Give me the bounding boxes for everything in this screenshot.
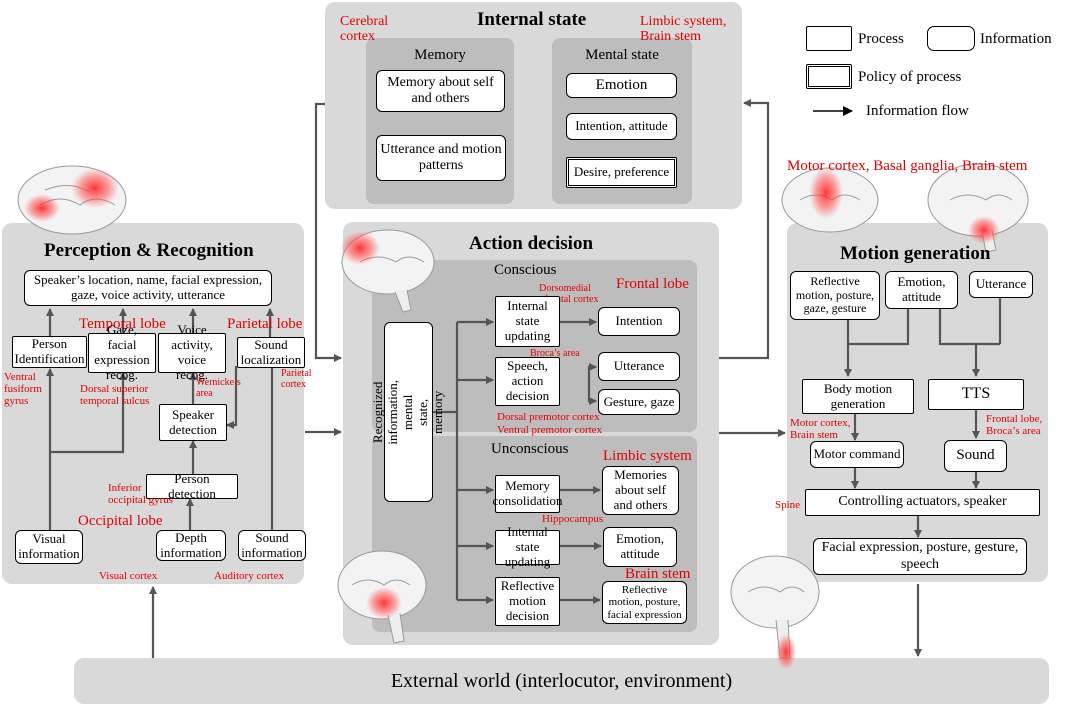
broca-area-label: Broca’s area [530, 348, 580, 359]
internal-state-updating-box: Internal state updating [495, 296, 560, 347]
person-identification-box: Person Identification [12, 336, 87, 368]
legend-information-swatch [927, 26, 975, 51]
internal-state-updating-2-box: Internal state updating [495, 524, 560, 569]
speaker-detection-box: Speaker detection [159, 404, 227, 441]
legend-flow-label: Information flow [866, 103, 969, 119]
memory-consolidation-box: Memory consolidation [492, 475, 563, 513]
intention-attitude-box: Intention, attitude [566, 113, 677, 140]
temporal-lobe-label: Temporal lobe [79, 316, 166, 332]
visual-information-box: Visual information [15, 530, 83, 564]
motor-cortex-label: Motor cortex, Brain stem [790, 417, 851, 442]
depth-information-box: Depth information [156, 530, 226, 561]
inferior-occipital-label: Inferior occipital gyrus [108, 482, 174, 507]
legend-policy-swatch [806, 64, 852, 89]
emotion-box: Emotion [566, 73, 677, 98]
occipital-lobe-label: Occipital lobe [78, 513, 163, 529]
cerebral-cortex-label: Cerebral cortex [340, 14, 389, 45]
recognized-info-box: Recognized information, mental state, me… [370, 322, 445, 502]
motion-generation-title: Motion generation [840, 243, 991, 264]
legend-policy-label: Policy of process [858, 69, 962, 85]
action-decision-title: Action decision [469, 233, 594, 254]
facial-expression-output-box: Facial expression, posture, gesture, spe… [813, 538, 1027, 575]
dorsal-superior-label: Dorsal superior temporal sulcus [80, 383, 150, 408]
memory-about-self-box: Memory about self and others [376, 70, 505, 112]
recognized-info-text: Recognized information, mental state, me… [370, 379, 445, 445]
auditory-cortex-label: Auditory cortex [214, 570, 284, 582]
ventral-premotor-label: Ventral premotor cortex [497, 424, 603, 436]
mental-state-title: Mental state [585, 47, 659, 63]
reflective-motion-box: Reflective motion, posture, gaze, gestur… [790, 271, 880, 320]
sound-box: Sound [944, 440, 1007, 472]
utterance-box: Utterance [598, 352, 680, 381]
desire-preference-box: Desire, preference [566, 157, 677, 188]
intention-box: Intention [598, 307, 680, 336]
controlling-actuators-box: Controlling actuators, speaker [805, 489, 1040, 516]
gaze-facial-recog-box: Gaze, facial expression recog. [88, 322, 156, 382]
parietal-lobe-label: Parietal lobe [227, 316, 303, 332]
brain-stem-label: Brain stem [625, 566, 691, 582]
voice-recog-box: Voice activity, voice recog. [158, 322, 226, 382]
person-detection-box: Person detection [146, 471, 238, 500]
body-motion-generation-box: Body motion generation [802, 379, 914, 414]
frontal-lobe-label: Frontal lobe [616, 276, 689, 292]
motion-areas-label: Motor cortex, Basal ganglia, Brain stem [787, 158, 1028, 174]
gesture-gaze-box: Gesture, gaze [598, 389, 680, 415]
dorsomedial-label: Dorsomedial prefrontal cortex [531, 283, 599, 305]
wernicke-label: Wernicke’s area [196, 377, 241, 399]
sound-information-box: Sound information [238, 530, 306, 561]
reflective-motion-decision-box: Reflective motion decision [495, 577, 560, 626]
reflective-motion-info-box: Reflective motion, posture, facial expre… [602, 581, 687, 624]
parietal-cortex-label: Parietal cortex [281, 368, 312, 390]
legend-process-swatch [806, 26, 852, 51]
conscious-label: Conscious [494, 262, 557, 278]
memories-about-self-box: Memories about self and others [602, 466, 679, 515]
external-world-label: External world (interlocutor, environmen… [390, 670, 733, 692]
motion-utterance-box: Utterance [969, 271, 1033, 298]
sound-localization-box: Sound localization [237, 337, 305, 368]
memory-title: Memory [414, 47, 466, 63]
limbic-brainstem-label: Limbic system, Brain stem [640, 14, 727, 45]
emotion-attitude-box: Emotion, attitude [603, 527, 677, 567]
unconscious-label: Unconscious [491, 441, 569, 457]
legend-information-label: Information [980, 31, 1052, 47]
motion-emotion-attitude-box: Emotion, attitude [885, 271, 958, 309]
brain-icon-unconscious [337, 550, 427, 644]
spine-label: Spine [775, 499, 801, 511]
dorsal-premotor-label: Dorsal premotor cortex [497, 411, 600, 423]
speaker-info-box: Speaker’s location, name, facial express… [24, 270, 272, 306]
external-world-panel [74, 658, 1049, 704]
tts-box: TTS [928, 379, 1024, 410]
internal-state-title: Internal state [477, 9, 587, 30]
utterance-motion-patterns-box: Utterance and motion patterns [376, 135, 506, 181]
motor-command-box: Motor command [810, 441, 904, 468]
legend-process-label: Process [858, 31, 904, 47]
ventral-fusiform-label: Ventral fusiform gyrus [4, 371, 42, 408]
visual-cortex-label: Visual cortex [99, 570, 158, 582]
limbic-system-label: Limbic system [603, 448, 692, 464]
speech-action-decision-box: Speech, action decision [495, 357, 560, 406]
frontal-broca-label: Frontal lobe, Broca’s area [986, 413, 1043, 438]
perception-title: Perception & Recognition [44, 240, 254, 261]
hippocampus-label: Hippocampus [542, 513, 604, 525]
